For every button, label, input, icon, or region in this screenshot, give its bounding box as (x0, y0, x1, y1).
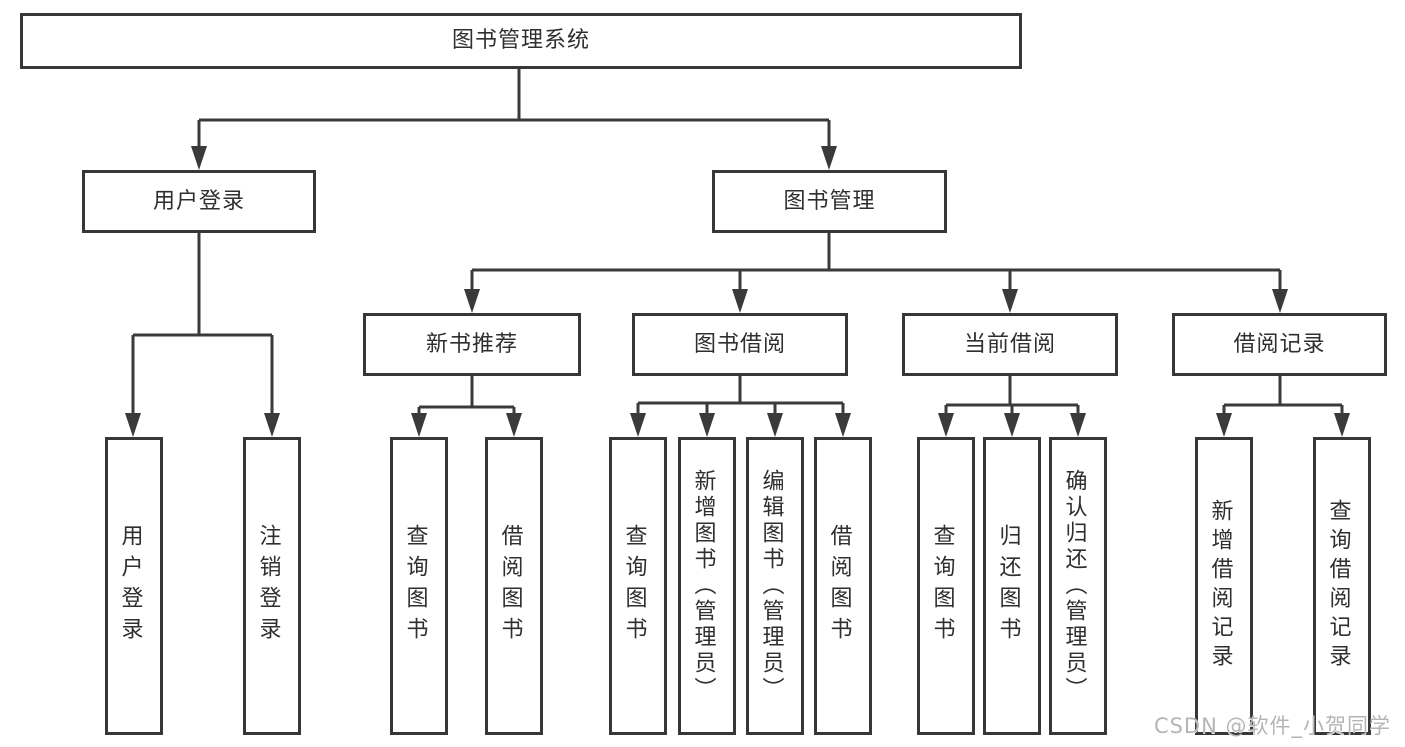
node-logout-action: 注销登录 (243, 437, 301, 735)
node-library-management-system: 图书管理系统 (20, 13, 1022, 69)
node-borrow-books: 借阅图书 (485, 437, 543, 735)
node-book-management: 图书管理 (712, 170, 947, 233)
node-label: 用户登录 (117, 524, 143, 648)
arrowheads (125, 146, 1350, 437)
node-book-borrow: 图书借阅 (632, 313, 848, 376)
node-label: 新增借阅记录 (1207, 499, 1233, 673)
node-return-books: 归还图书 (983, 437, 1041, 735)
node-label: 查询图书 (621, 524, 647, 648)
node-edit-book-admin: 编辑图书（管理员） (746, 437, 804, 735)
node-query-books: 查询图书 (917, 437, 975, 735)
node-label: 新增图书（管理员） (690, 469, 716, 703)
node-label: 确认归还（管理员） (1061, 469, 1087, 703)
tree-edges (131, 69, 1344, 419)
node-label: 查询图书 (402, 524, 428, 648)
csdn-watermark: CSDN @软件_小贺同学 (1153, 714, 1391, 738)
node-query-books: 查询图书 (390, 437, 448, 735)
node-add-book-admin: 新增图书（管理员） (678, 437, 736, 735)
node-borrow-records: 借阅记录 (1172, 313, 1387, 376)
node-label: 查询图书 (929, 524, 955, 648)
node-current-borrow: 当前借阅 (902, 313, 1118, 376)
node-label: 借阅图书 (497, 524, 523, 648)
node-label: 归还图书 (995, 524, 1021, 648)
node-label: 查询借阅记录 (1325, 499, 1351, 673)
node-user-login: 用户登录 (82, 170, 316, 233)
node-label: 编辑图书（管理员） (758, 469, 784, 703)
node-borrow-books: 借阅图书 (814, 437, 872, 735)
node-confirm-return-admin: 确认归还（管理员） (1049, 437, 1107, 735)
node-query-books: 查询图书 (609, 437, 667, 735)
node-query-borrow-record: 查询借阅记录 (1313, 437, 1371, 735)
node-add-borrow-record: 新增借阅记录 (1195, 437, 1253, 735)
node-new-book-recommend: 新书推荐 (363, 313, 581, 376)
node-label: 注销登录 (255, 524, 281, 648)
node-user-login-action: 用户登录 (105, 437, 163, 735)
node-label: 借阅图书 (826, 524, 852, 648)
